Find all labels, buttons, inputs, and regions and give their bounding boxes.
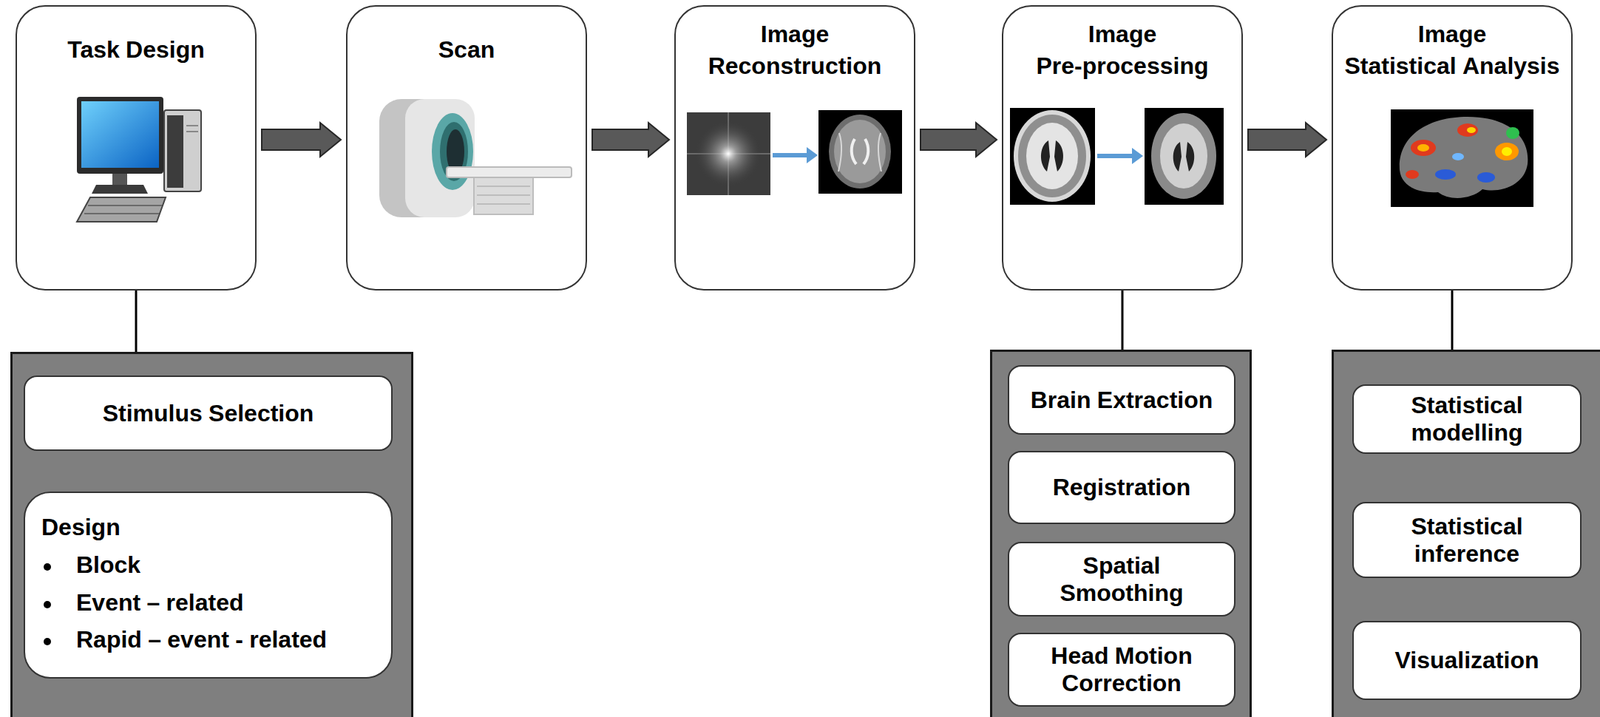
mri-scanner-icon bbox=[379, 99, 572, 218]
step-box: Spatial Smoothing bbox=[1007, 541, 1236, 617]
step-label: Brain Extraction bbox=[1019, 386, 1224, 415]
list-item: Block bbox=[41, 551, 377, 579]
design-box: DesignBlockEvent – relatedRapid – event … bbox=[23, 491, 393, 679]
stage-title: Image Pre-processing bbox=[1007, 9, 1237, 91]
group-panel: Brain ExtractionRegistrationSpatial Smoo… bbox=[990, 349, 1252, 717]
activation-map bbox=[1390, 109, 1534, 208]
step-label: Statistical modelling bbox=[1364, 391, 1570, 447]
link-line bbox=[135, 290, 138, 352]
flow-arrow bbox=[920, 122, 997, 157]
step-label: Spatial Smoothing bbox=[1019, 552, 1224, 608]
step-label: Visualization bbox=[1364, 646, 1570, 675]
step-label: Head Motion Correction bbox=[1019, 642, 1224, 698]
group-panel: Stimulus SelectionDesignBlockEvent – rel… bbox=[10, 351, 414, 717]
link-line bbox=[1451, 290, 1454, 350]
stage-title: Image Statistical Analysis bbox=[1337, 9, 1567, 91]
preprocessing-images bbox=[1009, 107, 1224, 205]
list-item: Event – related bbox=[41, 589, 377, 617]
stage-title: Scan bbox=[351, 9, 582, 91]
step-label: Statistical inference bbox=[1364, 513, 1570, 568]
stage-box: Task Design bbox=[15, 5, 257, 291]
step-box: Statistical modelling bbox=[1352, 384, 1582, 454]
reconstruction-images bbox=[686, 110, 903, 196]
link-line bbox=[1121, 290, 1124, 350]
flow-arrow bbox=[1248, 122, 1327, 157]
step-box: Visualization bbox=[1352, 621, 1582, 701]
step-label: Stimulus Selection bbox=[35, 400, 381, 428]
step-box: Registration bbox=[1007, 451, 1236, 525]
computer-icon bbox=[76, 96, 202, 222]
stage-box: Image Statistical Analysis bbox=[1331, 5, 1573, 291]
stage-box: Image Pre-processing bbox=[1001, 5, 1243, 291]
step-box: Statistical inference bbox=[1352, 502, 1582, 579]
stage-box: Scan bbox=[346, 5, 588, 291]
stage-box: Image Reconstruction bbox=[674, 5, 916, 291]
flow-arrow bbox=[592, 122, 670, 157]
step-box: Stimulus Selection bbox=[23, 375, 393, 452]
list-heading: Design bbox=[41, 513, 377, 542]
stage-title: Task Design bbox=[21, 9, 251, 91]
step-label: Registration bbox=[1019, 473, 1224, 502]
step-box: Brain Extraction bbox=[1007, 365, 1236, 435]
flow-arrow bbox=[261, 122, 341, 157]
group-panel: Statistical modellingStatistical inferen… bbox=[1331, 349, 1600, 717]
list-item: Rapid – event - related bbox=[41, 626, 377, 654]
step-box: Head Motion Correction bbox=[1007, 632, 1236, 707]
stage-title: Image Reconstruction bbox=[680, 9, 910, 91]
